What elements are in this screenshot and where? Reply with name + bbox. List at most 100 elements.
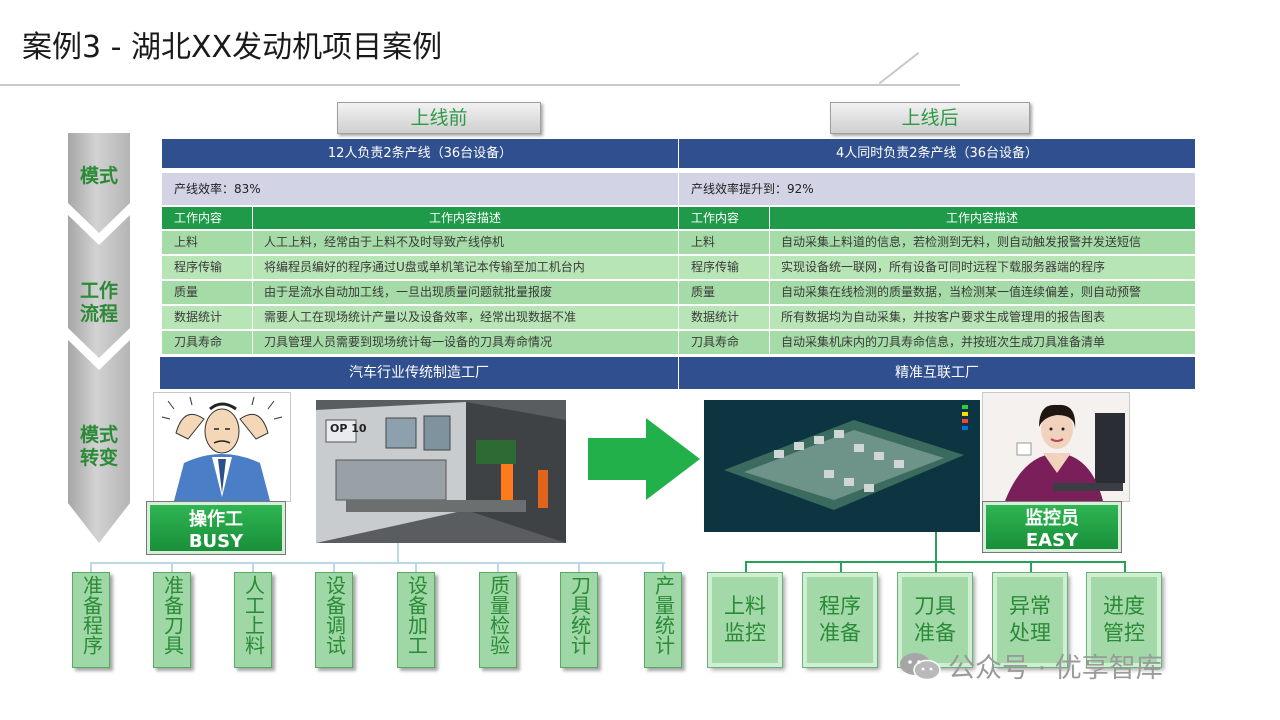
title-divider [0, 84, 960, 86]
column-divider [769, 231, 770, 254]
row-task: 上料 [174, 235, 199, 249]
task-box-label: 准备刀具 [160, 575, 185, 655]
func-box-program-prep: 程序准备 [802, 572, 878, 668]
connector-drop [415, 562, 417, 572]
traditional-factory-photo: OP 10 [316, 400, 566, 543]
task-box-label: 准备程序 [79, 575, 104, 655]
after-button[interactable]: 上线后 [830, 102, 1030, 134]
after-column-header: 工作内容 工作内容描述 [679, 207, 1195, 229]
table-row: 刀具寿命 自动采集机床内的刀具寿命信息，并按班次生成刀具准备清单 [679, 331, 1195, 354]
column-divider [252, 256, 253, 279]
stressed-worker-icon [161, 396, 283, 501]
operator-busy-badge: 操作工 BUSY [146, 501, 286, 555]
before-button[interactable]: 上线前 [337, 102, 541, 134]
connector-drop [252, 562, 254, 572]
func-box-exception-handling: 异常处理 [992, 572, 1068, 668]
task-box-output-stats: 产量统计 [644, 572, 682, 668]
column-divider [769, 256, 770, 279]
row-description: 人工上料，经常由于上料不及时导致产线停机 [264, 235, 505, 249]
row-description: 由于是流水自动加工线，一旦出现质量问题就批量报废 [264, 285, 553, 299]
connector-stem-right [935, 532, 937, 562]
column-task: 工作内容 [174, 211, 223, 225]
after-table-header: 4人同时负责2条产线（36台设备） [679, 139, 1195, 168]
before-factory-label: 汽车行业传统制造工厂 [160, 357, 678, 389]
table-row: 刀具寿命 刀具管理人员需要到现场统计每一设备的刀具寿命情况 [162, 331, 678, 354]
chevron-arrow-column [68, 133, 130, 543]
row-task: 质量 [691, 285, 716, 299]
func-box-line: 程序 [819, 594, 861, 618]
row-description: 将编程员编好的程序通过U盘或单机笔记本传输至加工机台内 [264, 260, 585, 274]
row-description: 所有数据均为自动采集，并按客户要求生成管理用的报告图表 [781, 310, 1106, 324]
connector-drop [333, 562, 335, 572]
column-divider [252, 281, 253, 304]
label-transition: 模式转变 [79, 424, 118, 469]
func-box-line: 刀具 [914, 594, 956, 618]
machine-label: OP 10 [330, 422, 367, 435]
after-factory-label: 精准互联工厂 [679, 357, 1195, 389]
page-title: 案例3 - 湖北XX发动机项目案例 [22, 30, 443, 65]
connector-drop [1124, 561, 1126, 573]
before-table: 12人负责2条产线（36台设备） 产线效率：83% 工作内容 工作内容描述 上料… [162, 139, 678, 355]
row-description: 自动采集机床内的刀具寿命信息，并按班次生成刀具准备清单 [781, 335, 1106, 349]
func-box-line: 管控 [1103, 621, 1145, 645]
column-divider [252, 231, 253, 254]
before-efficiency: 产线效率：83% [162, 173, 678, 205]
task-box-label: 设备加工 [404, 575, 429, 655]
task-box-prepare-program: 准备程序 [72, 572, 110, 668]
label-mode: 模式 [79, 165, 118, 187]
chevron-arrow-icon [68, 133, 130, 543]
task-box-quality-check: 质量检验 [479, 572, 517, 668]
func-box-loading-monitor: 上料监控 [707, 572, 783, 668]
table-row: 上料 自动采集上料道的信息，若检测到无料，则自动触发报警并发送短信 [679, 231, 1195, 254]
column-divider [769, 331, 770, 354]
func-box-line: 监控 [724, 621, 766, 645]
badge-role: 监控员 [1025, 508, 1079, 529]
func-box-line: 准备 [819, 621, 861, 645]
connector-drop [90, 562, 92, 572]
wechat-icon [900, 653, 941, 681]
func-box-line: 处理 [1009, 621, 1051, 645]
connector-drop [935, 561, 937, 573]
transition-arrow [588, 418, 700, 504]
column-description: 工作内容描述 [428, 211, 501, 225]
watermark-text: 公众号 · 优享智库 [948, 653, 1163, 684]
func-box-line: 进度 [1103, 594, 1145, 618]
task-box-manual-loading: 人工上料 [234, 572, 272, 668]
column-divider [252, 306, 253, 329]
table-row: 质量 自动采集在线检测的质量数据，当检测某一值连续偏差，则自动预警 [679, 281, 1195, 304]
column-divider [252, 331, 253, 354]
func-box-progress-control: 进度管控 [1086, 572, 1162, 668]
badge-status: BUSY [188, 531, 244, 552]
label-workflow: 工作流程 [79, 280, 118, 325]
row-description: 刀具管理人员需要到现场统计每一设备的刀具寿命情况 [264, 335, 553, 349]
row-task: 数据统计 [691, 310, 740, 324]
column-divider [252, 207, 253, 229]
row-task: 刀具寿命 [174, 335, 223, 349]
row-task: 刀具寿命 [691, 335, 740, 349]
title-divider-diagonal [878, 52, 920, 85]
stressed-worker-illustration [153, 392, 291, 502]
task-box-tool-stats: 刀具统计 [560, 572, 598, 668]
column-divider [769, 306, 770, 329]
monitor-easy-badge: 监控员 EASY [982, 501, 1122, 553]
func-box-line: 上料 [724, 594, 766, 618]
row-description: 需要人工在现场统计产量以及设备效率，经常出现数据不准 [264, 310, 577, 324]
connector-drop [578, 562, 580, 572]
connector-stem-left [397, 543, 399, 563]
row-task: 程序传输 [691, 260, 740, 274]
task-box-prepare-tools: 准备刀具 [153, 572, 191, 668]
row-description: 自动采集上料道的信息，若检测到无料，则自动触发报警并发送短信 [781, 235, 1142, 249]
func-box-line: 异常 [1009, 594, 1051, 618]
after-efficiency: 产线效率提升到：92% [679, 173, 1195, 205]
table-row: 数据统计 所有数据均为自动采集，并按客户要求生成管理用的报告图表 [679, 306, 1195, 329]
row-description: 实现设备统一联网，所有设备可同时远程下载服务器端的程序 [781, 260, 1106, 274]
task-box-label: 质量检验 [486, 575, 511, 655]
task-box-equipment-debug: 设备调试 [315, 572, 353, 668]
column-divider [769, 207, 770, 229]
task-box-label: 产量统计 [651, 575, 676, 655]
task-box-label: 设备调试 [322, 575, 347, 655]
row-description: 自动采集在线检测的质量数据，当检测某一值连续偏差，则自动预警 [781, 285, 1142, 299]
column-task: 工作内容 [691, 211, 740, 225]
table-row: 质量 由于是流水自动加工线，一旦出现质量问题就批量报废 [162, 281, 678, 304]
row-task: 程序传输 [174, 260, 223, 274]
